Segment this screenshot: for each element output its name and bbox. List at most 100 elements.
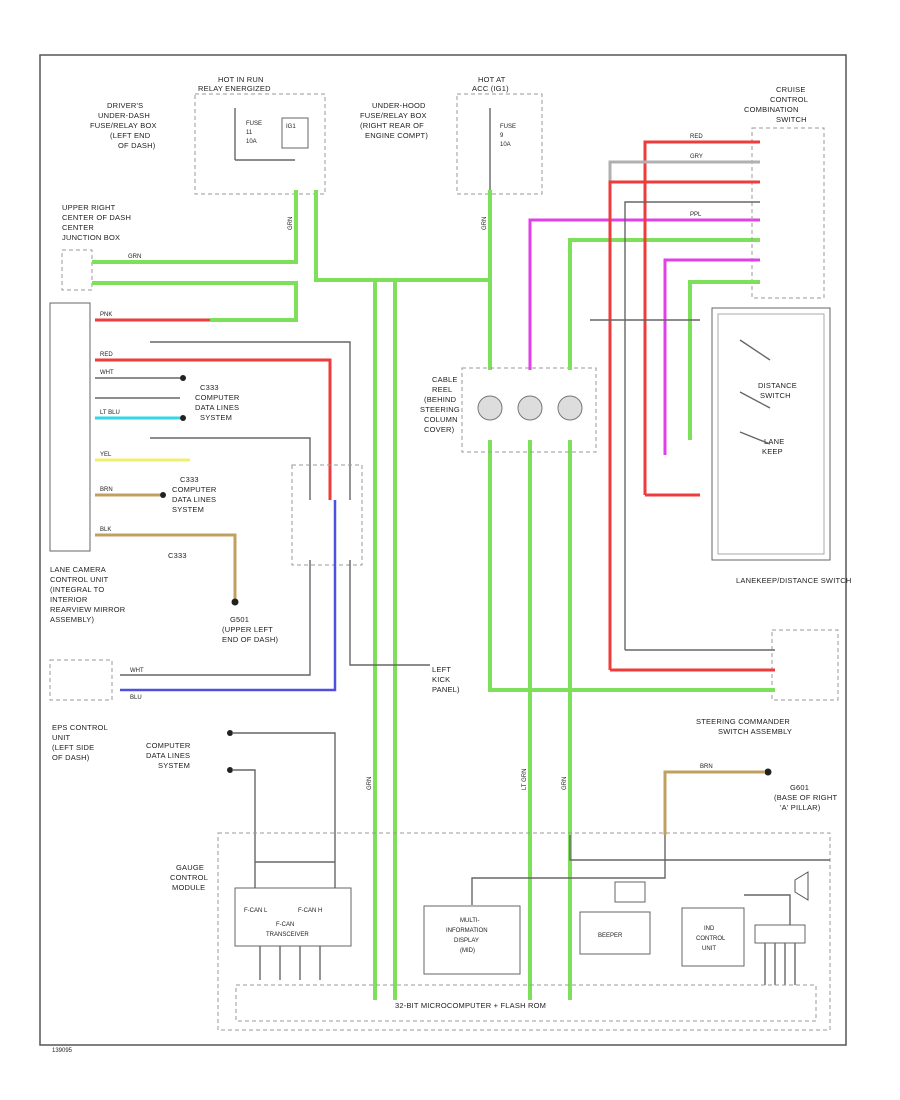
- connector-dot: [180, 415, 186, 421]
- svg-text:10A: 10A: [246, 139, 257, 145]
- center-jb-text: UPPER RIGHT CENTER OF DASH CENTER JUNCTI…: [62, 203, 131, 242]
- wire-tag-grn-v1: GRN: [288, 217, 294, 230]
- wire-tag-grn-v4: GRN: [562, 777, 568, 790]
- fcan-transceiver-box: [234, 887, 352, 947]
- connector-dot: [160, 492, 166, 498]
- svg-text:COMBINATION: COMBINATION: [744, 105, 799, 114]
- wire-tag-blk: BLK: [100, 527, 111, 533]
- svg-text:DRIVER'S: DRIVER'S: [107, 101, 143, 110]
- ind-control-unit-box: [681, 907, 745, 967]
- comp-data-lines-1-text: C333 COMPUTER DATA LINES SYSTEM: [195, 383, 240, 422]
- svg-text:SYSTEM: SYSTEM: [158, 761, 190, 770]
- svg-text:MULTI-: MULTI-: [460, 918, 480, 924]
- svg-text:SWITCH: SWITCH: [760, 391, 791, 400]
- speaker-body: [754, 924, 806, 944]
- svg-text:GAUGE: GAUGE: [176, 863, 204, 872]
- svg-text:CONTROL UNIT: CONTROL UNIT: [50, 575, 109, 584]
- outer-frame: [39, 54, 847, 1046]
- lane-camera-unit: [49, 302, 91, 552]
- ground-g501-text: G501 (UPPER LEFT END OF DASH): [222, 615, 278, 644]
- eps-unit-outline: [49, 659, 113, 701]
- svg-text:UNDER-DASH: UNDER-DASH: [98, 111, 150, 120]
- steering-commander-text: STEERING COMMANDER SWITCH ASSEMBLY: [696, 717, 792, 736]
- svg-text:EPS CONTROL: EPS CONTROL: [52, 723, 108, 732]
- c333-label: C333: [168, 551, 187, 560]
- speaker-icon: [794, 871, 809, 901]
- svg-text:INFORMATION: INFORMATION: [446, 928, 488, 934]
- fuse-9-text: FUSE 9 10A: [500, 124, 516, 148]
- svg-text:G501: G501: [230, 615, 249, 624]
- svg-text:CONTROL: CONTROL: [696, 936, 726, 942]
- svg-text:OF DASH): OF DASH): [52, 753, 90, 762]
- ground-g501-icon: [231, 598, 239, 606]
- svg-text:10A: 10A: [500, 142, 511, 148]
- svg-text:C333: C333: [180, 475, 199, 484]
- gauge-module-text: GAUGE CONTROL MODULE: [170, 863, 208, 892]
- wire-tag-brn: BRN: [100, 487, 113, 493]
- svg-text:CONTROL: CONTROL: [770, 95, 808, 104]
- eps-unit-text: EPS CONTROL UNIT (LEFT SIDE OF DASH): [52, 723, 108, 762]
- svg-text:FUSE: FUSE: [500, 124, 516, 130]
- svg-text:REEL: REEL: [432, 385, 452, 394]
- svg-text:TRANSCEIVER: TRANSCEIVER: [266, 932, 309, 938]
- ground-g601-icon: [764, 768, 772, 776]
- wire-tag-yel: YEL: [100, 452, 112, 458]
- wire-tag-red-r: RED: [690, 134, 703, 140]
- svg-text:FUSE: FUSE: [246, 121, 262, 127]
- svg-text:END OF DASH): END OF DASH): [222, 635, 278, 644]
- svg-text:LANE CAMERA: LANE CAMERA: [50, 565, 106, 574]
- beeper-label: BEEPER: [598, 933, 623, 939]
- svg-text:INTERIOR: INTERIOR: [50, 595, 88, 604]
- svg-text:UPPER RIGHT: UPPER RIGHT: [62, 203, 116, 212]
- wire-tag-ltgrn-v: LT GRN: [522, 769, 528, 790]
- svg-text:11: 11: [246, 130, 253, 136]
- underhood-fusebox-text: UNDER-HOOD FUSE/RELAY BOX (RIGHT REAR OF…: [360, 101, 428, 140]
- multi-info-display-text: MULTI- INFORMATION DISPLAY (MID): [446, 918, 488, 954]
- svg-text:CENTER: CENTER: [62, 223, 94, 232]
- comp-data-lines-3-text: COMPUTER DATA LINES SYSTEM: [146, 741, 191, 770]
- beeper-connector: [614, 881, 646, 903]
- multi-info-display-box: [423, 905, 521, 975]
- wire-tag-grn-v2: GRN: [482, 217, 488, 230]
- hot-at-acc-label: HOT AT: [478, 75, 506, 84]
- wire-tag-brn-r: BRN: [700, 764, 713, 770]
- ind-control-unit-text: IND CONTROL UNIT: [696, 926, 726, 952]
- svg-text:COLUMN: COLUMN: [424, 415, 458, 424]
- svg-text:COMPUTER: COMPUTER: [195, 393, 240, 402]
- acc-ig1-label: ACC (IG1): [472, 84, 509, 93]
- svg-text:PANEL): PANEL): [432, 685, 460, 694]
- wire-tag-grn-v3: GRN: [367, 777, 373, 790]
- connector-block: [291, 464, 363, 566]
- ground-g601-text: G601 (BASE OF RIGHT 'A' PILLAR): [774, 783, 837, 812]
- svg-text:OF DASH): OF DASH): [118, 141, 156, 150]
- svg-text:(MID): (MID): [460, 948, 475, 954]
- svg-text:DISPLAY: DISPLAY: [454, 938, 479, 944]
- lanekeep-switch-box: [711, 307, 831, 561]
- underhood-fusebox-outline: [456, 93, 543, 195]
- wire-tag-wht-eps: WHT: [130, 668, 144, 674]
- beeper-box: [579, 911, 651, 955]
- svg-text:F-CAN: F-CAN: [276, 922, 294, 928]
- doc-code: 139095: [52, 1048, 73, 1054]
- svg-text:MODULE: MODULE: [172, 883, 205, 892]
- svg-text:IND: IND: [704, 926, 715, 932]
- cruise-switch-text: CRUISE CONTROL COMBINATION SWITCH: [744, 85, 808, 124]
- svg-text:ENGINE COMPT): ENGINE COMPT): [365, 131, 428, 140]
- svg-text:DATA LINES: DATA LINES: [195, 403, 239, 412]
- svg-text:CONTROL: CONTROL: [170, 873, 208, 882]
- svg-text:(BASE OF RIGHT: (BASE OF RIGHT: [774, 793, 837, 802]
- svg-text:DATA LINES: DATA LINES: [146, 751, 190, 760]
- svg-text:'A' PILLAR): 'A' PILLAR): [780, 803, 821, 812]
- center-jb-outline: [61, 249, 93, 291]
- svg-text:COMPUTER: COMPUTER: [146, 741, 191, 750]
- svg-text:LANE: LANE: [764, 437, 784, 446]
- svg-text:UNIT: UNIT: [702, 946, 716, 952]
- hot-in-run-label: HOT IN RUN: [218, 75, 264, 84]
- svg-text:CABLE: CABLE: [432, 375, 458, 384]
- svg-text:UNIT: UNIT: [52, 733, 71, 742]
- svg-text:F-CAN H: F-CAN H: [298, 908, 322, 914]
- connector-dot: [180, 375, 186, 381]
- svg-text:JUNCTION BOX: JUNCTION BOX: [62, 233, 120, 242]
